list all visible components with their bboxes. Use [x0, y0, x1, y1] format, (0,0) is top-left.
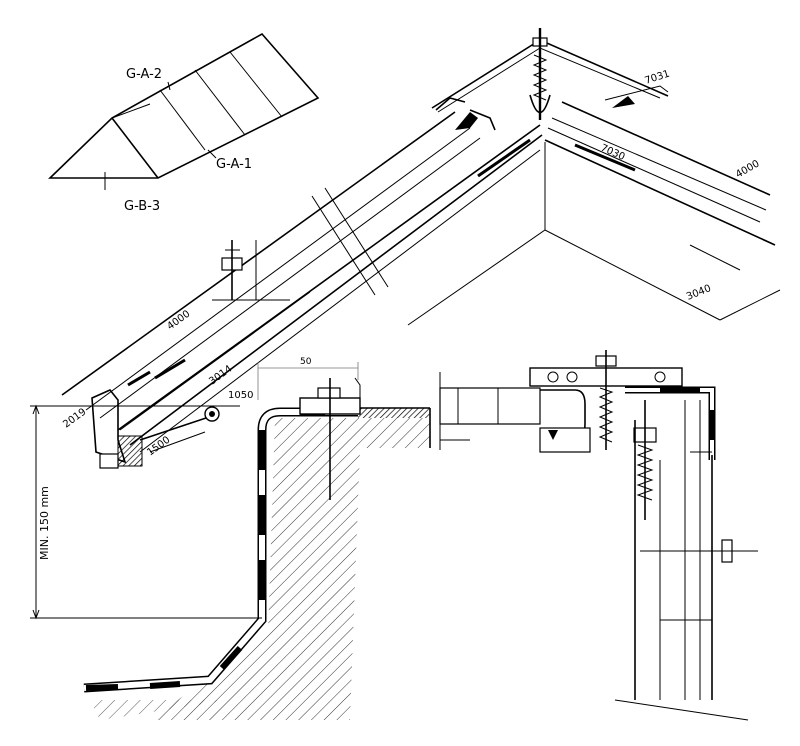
label-gb3: G-B-3 [124, 199, 160, 214]
dim-3040: 3040 [685, 283, 713, 303]
roof-key-sketch [48, 32, 320, 190]
min-height-label: MIN. 150 mm [38, 486, 51, 560]
wall-flashing-section [30, 362, 431, 720]
dim-4000-left: 4000 [165, 309, 192, 333]
label-ga2: G-A-2 [126, 67, 162, 82]
column-profile-section [439, 350, 758, 721]
label-ga1: G-A-1 [216, 157, 252, 172]
ridge-section [61, 28, 781, 469]
dim-7031: 7031 [644, 69, 672, 87]
dim-50: 50 [300, 357, 312, 367]
dim-2019: 2019 [61, 407, 88, 431]
dim-1050: 1050 [228, 390, 253, 401]
dim-4000-right: 4000 [734, 158, 762, 180]
